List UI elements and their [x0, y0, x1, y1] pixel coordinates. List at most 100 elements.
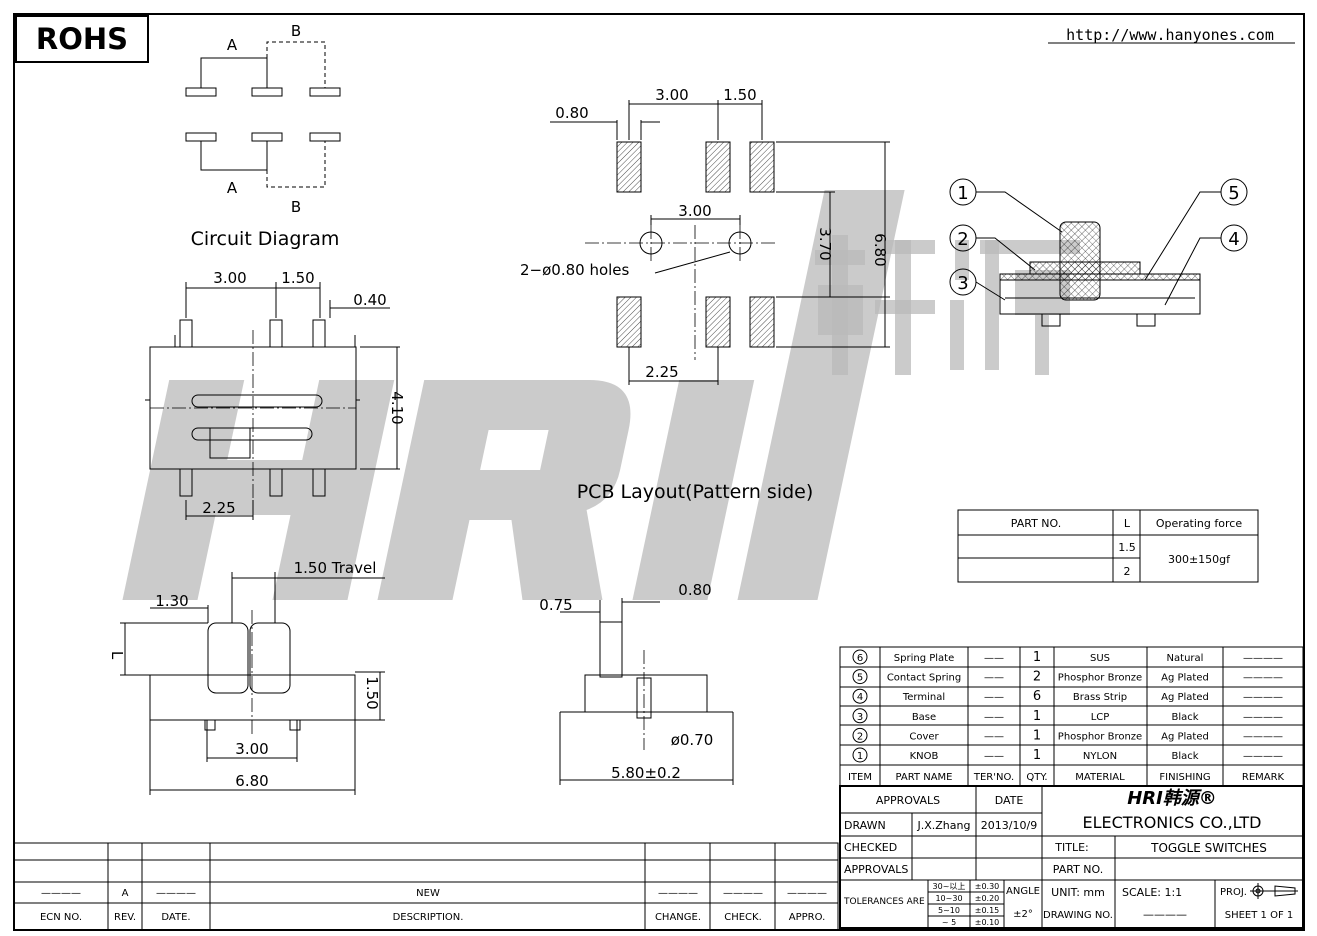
tol-range-2: 10~30	[935, 894, 962, 903]
dim-l: L	[108, 651, 126, 660]
revision-header: APPRO.	[789, 912, 826, 923]
item-circle-icon	[852, 727, 868, 743]
tol-value-4: ±0.10	[975, 918, 1000, 927]
bom-material: LCP	[1091, 712, 1110, 723]
bom-finishing: Ag Plated	[1161, 692, 1209, 703]
bom-ter: ——	[984, 673, 1004, 684]
revision-blank: ————	[787, 888, 827, 899]
drawn-by: J.X.Zhang	[917, 819, 971, 832]
circuit-diagram-title: Circuit Diagram	[191, 228, 340, 250]
callout-1: 1	[957, 183, 968, 204]
projection-symbol-icon	[1250, 883, 1298, 899]
bom-header: TER'NO.	[973, 772, 1014, 783]
revision-description: NEW	[416, 888, 440, 899]
website-url[interactable]: http://www.hanyones.com	[1066, 26, 1274, 44]
side-view: 1.50 Travel 1.30 L 1.50 3.00 6.80	[108, 559, 385, 795]
item-circle-icon	[852, 688, 868, 704]
callout-3: 3	[957, 273, 968, 294]
header-operating-force: Operating force	[1156, 517, 1242, 530]
bom-remark: ————	[1243, 751, 1283, 762]
approvals-label: APPROVALS	[844, 863, 908, 876]
bom-item: 3	[857, 712, 863, 723]
bom-finishing: Black	[1171, 712, 1198, 723]
bom-finishing: Ag Plated	[1161, 731, 1209, 742]
pcb-dim-3-00: 3.00	[655, 86, 688, 104]
pcb-holes-note: 2−ø0.80 holes	[520, 261, 630, 279]
bom-ter: ——	[984, 712, 1004, 723]
front-view: 3.00 1.50 0.40 4.10 2.25	[145, 269, 406, 520]
bom-material: Brass Strip	[1073, 692, 1127, 703]
pcb-dim-3-00-holes: 3.00	[678, 202, 711, 220]
bom-finishing: Ag Plated	[1161, 673, 1209, 684]
bom-remark: ————	[1243, 653, 1283, 664]
bom-name: Cover	[909, 731, 939, 742]
part-no-label: PART NO.	[1053, 863, 1103, 876]
watermark-logo	[122, 190, 905, 600]
bom-header: REMARK	[1242, 772, 1285, 783]
bom-remark: ————	[1243, 692, 1283, 703]
item-circle-icon	[852, 708, 868, 724]
end-view: 0.75 0.80 ø0.70 5.80±0.2	[539, 581, 734, 785]
circuit-diagram: A B A B Circuit Diagram	[185, 22, 341, 250]
bom-finishing: Natural	[1167, 653, 1204, 664]
revision-block: ECN NO.REV.DATE.DESCRIPTION.CHANGE.CHECK…	[13, 842, 839, 931]
drawn-date: 2013/10/9	[981, 819, 1037, 832]
bom-qty: 1	[1033, 748, 1041, 763]
dim-5-80: 5.80±0.2	[611, 764, 681, 782]
operating-force-value: 300±150gf	[1168, 553, 1231, 566]
tol-range-3: 5~10	[938, 906, 960, 915]
header-l: L	[1124, 517, 1131, 530]
revision-blank: ————	[156, 888, 196, 899]
sheet: SHEET 1 OF 1	[1225, 910, 1294, 921]
angle-value: ±2°	[1013, 909, 1033, 920]
title-block: APPROVALS DATE HRI韩源® ELECTRONICS CO.,LT…	[839, 785, 1304, 929]
revision-header: CHANGE.	[655, 912, 701, 923]
pcb-dim-0-80: 0.80	[555, 104, 588, 122]
angle-label: ANGLE	[1006, 886, 1040, 897]
dim-6-80-side: 6.80	[235, 772, 268, 790]
drawing-no-label: DRAWING NO.	[1043, 910, 1113, 921]
revision-rev: A	[122, 888, 129, 899]
bom-ter: ——	[984, 692, 1004, 703]
pcb-dim-6-80: 6.80	[871, 233, 889, 266]
bom-header: MATERIAL	[1075, 772, 1125, 783]
bom-item: 4	[857, 692, 863, 703]
bom-remark: ————	[1243, 731, 1283, 742]
bom-name: Base	[912, 712, 936, 723]
dim-1-50: 1.50	[281, 269, 314, 287]
bom-material: Phosphor Bronze	[1058, 673, 1142, 684]
revision-header: CHECK.	[724, 912, 762, 923]
dim-0-75: 0.75	[539, 596, 572, 614]
dim-0-40: 0.40	[353, 291, 386, 309]
header-part-no: PART NO.	[1011, 517, 1061, 530]
tolerances-label: TOLERANCES ARE	[843, 897, 925, 907]
pcb-layout: 3.00 1.50 0.80 3.00 3.70 6.80 2.25 2−ø0.…	[520, 86, 890, 503]
dim-4-10: 4.10	[388, 391, 406, 424]
tol-value-2: ±0.20	[975, 894, 1000, 903]
bom-header: PART NAME	[895, 772, 952, 783]
revision-header: DATE.	[161, 912, 190, 923]
tol-range-4: ~ 5	[942, 918, 956, 927]
bom-qty: 1	[1033, 650, 1041, 665]
drawing-title: TOGGLE SWITCHES	[1150, 841, 1267, 855]
item-circle-icon	[852, 747, 868, 763]
bom-qty: 1	[1033, 728, 1041, 743]
dim-travel: 1.50 Travel	[294, 559, 377, 577]
bom-material: Phosphor Bronze	[1058, 731, 1142, 742]
dim-0-80: 0.80	[678, 581, 711, 599]
bom-remark: ————	[1243, 673, 1283, 684]
bom-header: ITEM	[848, 772, 872, 783]
label-b-bottom: B	[291, 198, 301, 216]
company-logo: HRI韩源®	[1127, 788, 1217, 809]
callout-4: 4	[1228, 229, 1239, 250]
pcb-layout-title: PCB Layout(Pattern side)	[577, 481, 814, 503]
tol-value-1: ±0.30	[975, 882, 1000, 891]
bom-qty: 2	[1033, 670, 1041, 685]
drawing-no-value: ————	[1143, 908, 1187, 921]
drawn-label: DRAWN	[844, 819, 886, 832]
bom-finishing: Black	[1171, 751, 1198, 762]
label-b: B	[291, 22, 301, 40]
bom-name: Contact Spring	[887, 673, 961, 684]
dim-1-30: 1.30	[155, 592, 188, 610]
bom-name: Spring Plate	[894, 653, 954, 664]
